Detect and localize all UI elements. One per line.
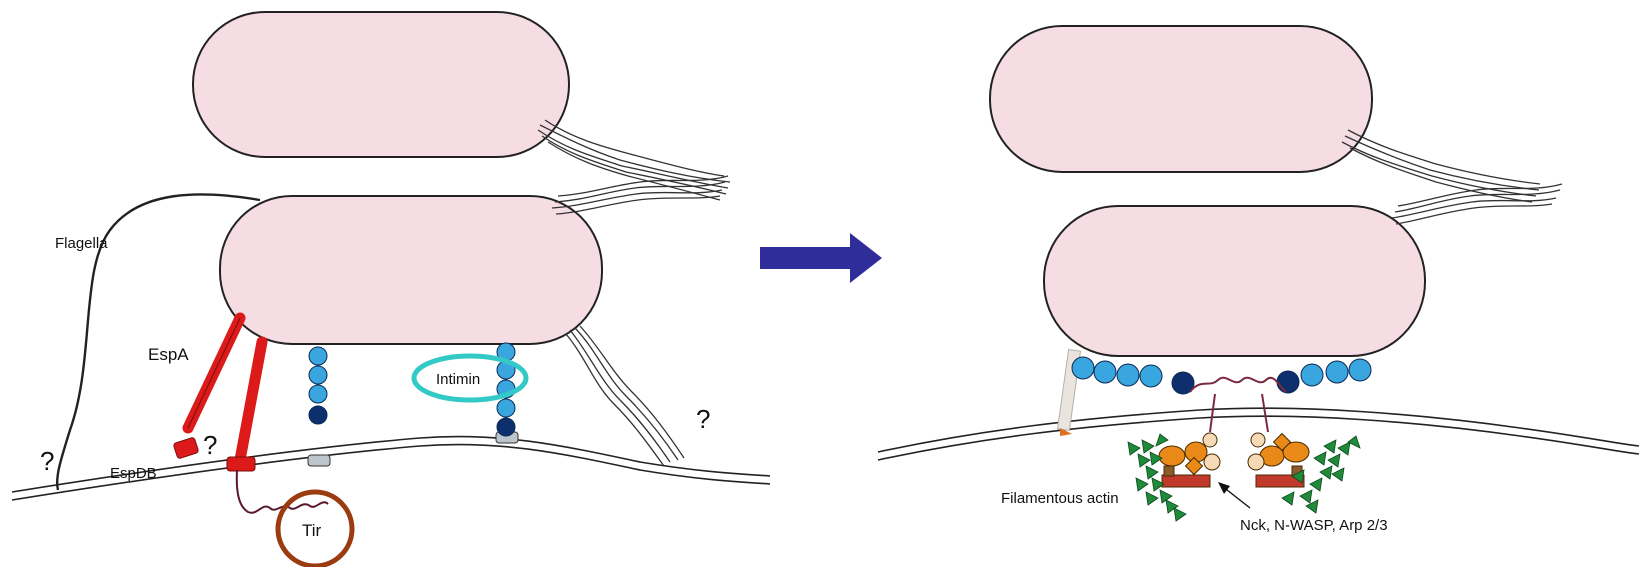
label-host-proteins: Nck, N-WASP, Arp 2/3 <box>1240 517 1388 534</box>
bacterium-upper-right <box>990 26 1372 172</box>
flagella-bundle-lower-right <box>566 326 684 466</box>
actin-complex-left <box>1159 433 1220 487</box>
intimin-chain-left <box>309 347 327 424</box>
pointer-arrow-head <box>1218 482 1230 494</box>
membrane-pore-grey <box>308 455 330 466</box>
label-espa: EspA <box>148 345 189 364</box>
bacterium-lower-right <box>1044 206 1425 356</box>
question-mark-left: ? <box>40 446 54 476</box>
label-flagella: Flagella <box>55 235 108 252</box>
label-filamentous-actin: Filamentous actin <box>1001 490 1119 507</box>
intimin-row <box>1072 357 1371 394</box>
espa-filament-2 <box>240 342 262 460</box>
question-mark-right: ? <box>696 404 710 434</box>
bacterium-lower <box>220 196 602 344</box>
label-intimin: Intimin <box>436 371 480 388</box>
label-espdb: EspDB <box>110 465 157 482</box>
transition-arrow <box>760 233 882 283</box>
right-panel: Filamentous actin Nck, N-WASP, Arp 2/3 <box>878 26 1639 534</box>
label-tir: Tir <box>302 521 322 540</box>
question-mark-middle: ? <box>203 430 217 460</box>
flagella-bundle-upper-right <box>1342 130 1540 202</box>
espdb-free <box>173 437 199 459</box>
tir-pedestal-squiggle <box>1190 378 1286 432</box>
left-panel: Flagella EspA EspDB Intimin Tir ? ? ? <box>12 12 770 566</box>
espdb-pore <box>227 457 255 471</box>
bacterium-upper <box>193 12 569 157</box>
